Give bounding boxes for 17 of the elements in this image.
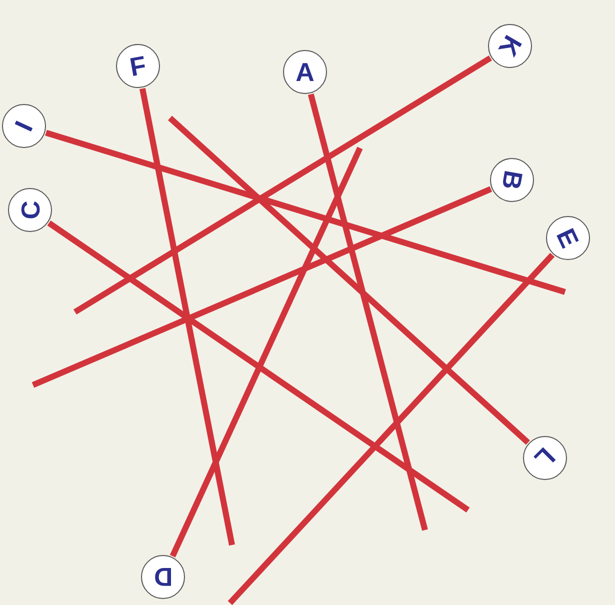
letter: A (296, 59, 314, 85)
stick (168, 116, 530, 445)
letter: F (128, 52, 148, 80)
stick (32, 186, 492, 388)
letter: E (552, 224, 584, 252)
stick (170, 146, 363, 558)
stick (139, 88, 235, 546)
stick (73, 55, 492, 315)
letter: C (17, 200, 43, 220)
letter: L (530, 443, 560, 473)
stick (45, 130, 566, 295)
letter: K (494, 31, 526, 61)
stick (47, 220, 470, 512)
stick (308, 94, 428, 531)
letter: B (498, 168, 526, 192)
letter: D (154, 564, 172, 590)
letter: I (10, 117, 38, 135)
